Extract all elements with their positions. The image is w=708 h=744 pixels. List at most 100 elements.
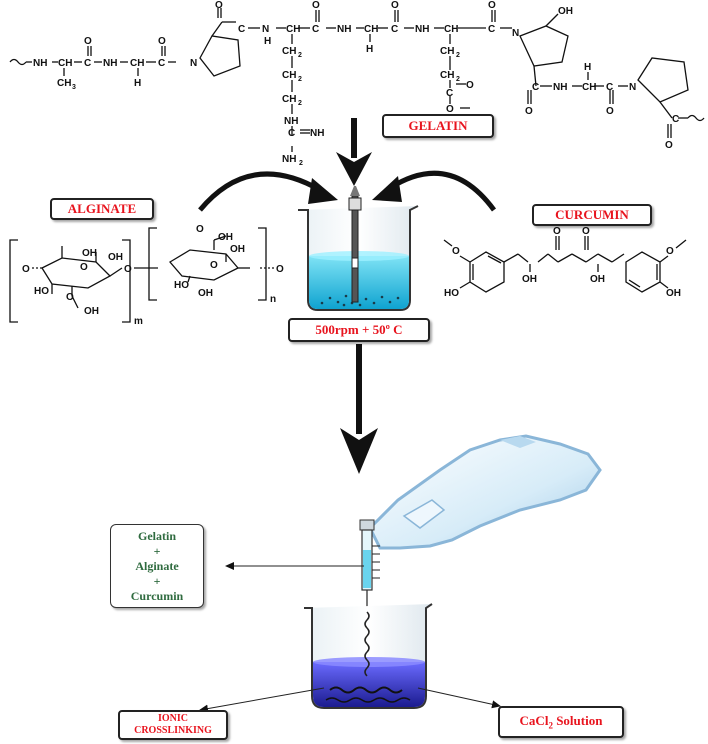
gelatin-structure: [9, 8, 705, 152]
atom-o3: O: [215, 0, 223, 11]
atom-ch2-c: CH: [282, 94, 296, 105]
ionic-crosslinking-label: IONIC CROSSLINKING: [118, 710, 228, 740]
gelatin-atoms: NH CH CH 3 C O NH CH H C O N C O N H CH …: [33, 0, 679, 167]
atom-ch5: CH: [444, 24, 458, 35]
curved-arrow-left: [198, 171, 338, 212]
cur-oh3: OH: [666, 288, 681, 299]
mixture-line-1: Gelatin: [138, 528, 176, 543]
atom-nh-g2: NH: [310, 128, 324, 139]
atom-ch2-b-sub: 2: [298, 76, 302, 83]
curcumin-atoms: O HO O O OH OH O OH: [444, 226, 681, 299]
atom-o8: O: [606, 106, 614, 117]
atom-ch6: CH: [582, 82, 596, 93]
atom-c7: C: [532, 82, 539, 93]
alg-m: m: [134, 316, 143, 327]
crosslink-beaker: [304, 603, 433, 709]
atom-n-arg: N: [262, 24, 269, 35]
atom-c9: C: [672, 114, 679, 125]
atom-c1: C: [84, 58, 91, 69]
atom-ch2: CH: [130, 58, 144, 69]
atom-h3: H: [584, 62, 591, 73]
conditions-label: 500rpm + 50º C: [288, 318, 430, 342]
alg-oh5: OH: [230, 244, 245, 255]
atom-ch-arg: CH: [286, 24, 300, 35]
cur-oh2: OH: [590, 274, 605, 285]
alg-ho1: HO: [34, 286, 49, 297]
atom-nh2: NH: [103, 58, 117, 69]
alg-oh3: OH: [84, 306, 99, 317]
stirring-beaker: [298, 186, 419, 311]
atom-oh-pro: OH: [558, 6, 573, 17]
arrow-to-ionic: [199, 687, 325, 713]
curcumin-label-text: CURCUMIN: [555, 207, 629, 222]
alg-oh2: OH: [108, 252, 123, 263]
atom-c-e: C: [446, 88, 453, 99]
mixture-line-2: +: [153, 543, 161, 558]
cacl2-subscript: 2: [548, 720, 553, 731]
ionic-line-2: CROSSLINKING: [134, 725, 212, 736]
mixture-line-4: +: [153, 573, 161, 588]
atom-nh-g: NH: [284, 116, 298, 127]
cacl2-solution-label: CaCl2 Solution: [498, 706, 624, 738]
alg-o-carb2: O: [196, 224, 204, 235]
atom-ch2-d-sub: 2: [456, 52, 460, 59]
atom-o-e2: O: [446, 104, 454, 115]
alg-oh4: OH: [218, 232, 233, 243]
alg-o-ring1: O: [80, 262, 88, 273]
atom-n-pro2: N: [512, 28, 519, 39]
alg-o-bridge: O: [124, 264, 132, 275]
alginate-label: ALGINATE: [50, 198, 154, 220]
conditions-label-text: 500rpm + 50º C: [315, 322, 403, 337]
atom-n-pro3: N: [629, 82, 636, 93]
alg-o-ring2: O: [210, 260, 218, 271]
atom-nh1: NH: [33, 58, 47, 69]
atom-o1: O: [84, 36, 92, 47]
atom-c4: C: [312, 24, 319, 35]
atom-c5: C: [391, 24, 398, 35]
alg-o-carb1: O: [66, 292, 74, 303]
atom-ch3: CH: [57, 78, 71, 89]
atom-h2: H: [366, 44, 373, 55]
atom-c-g: C: [288, 128, 295, 139]
down-arrow-1: [336, 118, 372, 186]
atom-o-e1: O: [466, 80, 474, 91]
atom-nh5: NH: [553, 82, 567, 93]
mixture-line-5: Curcumin: [130, 588, 184, 603]
gelatin-label-text: GELATIN: [408, 118, 468, 133]
atom-ch4: CH: [364, 24, 378, 35]
alg-o-end: O: [276, 264, 284, 275]
ionic-line-1: IONIC: [157, 713, 188, 724]
alginate-label-text: ALGINATE: [67, 201, 137, 216]
cacl2-prefix: CaCl: [519, 713, 549, 729]
mixture-box: Gelatin + Alginate + Curcumin: [110, 524, 204, 608]
atom-nh4: NH: [415, 24, 429, 35]
atom-ch2-a: CH: [282, 46, 296, 57]
atom-o5: O: [391, 0, 399, 11]
atom-h-arg: H: [264, 36, 271, 47]
atom-nh2-g-sub: 2: [299, 160, 303, 167]
atom-ch2-d: CH: [440, 46, 454, 57]
atom-o6: O: [488, 0, 496, 11]
atom-o2: O: [158, 36, 166, 47]
atom-h1: H: [134, 78, 141, 89]
cur-o2: O: [582, 226, 590, 237]
cur-o1: O: [553, 226, 561, 237]
atom-nh3: NH: [337, 24, 351, 35]
cur-o-me2: O: [666, 246, 674, 257]
cacl2-text: CaCl2 Solution: [520, 713, 603, 731]
atom-ch2-b: CH: [282, 70, 296, 81]
atom-c3: C: [238, 24, 245, 35]
atom-n-pro1: N: [190, 58, 197, 69]
hand-syringe: [359, 434, 602, 610]
atom-o4: O: [312, 0, 320, 11]
atom-ch3-sub: 3: [72, 84, 76, 91]
alg-o-link: O: [22, 264, 30, 275]
down-arrow-2: [340, 344, 378, 474]
atom-ch2-e: CH: [440, 70, 454, 81]
atom-ch2-e-sub: 2: [456, 76, 460, 83]
alg-oh6: OH: [198, 288, 213, 299]
atom-c8: C: [606, 82, 613, 93]
cur-ho1: HO: [444, 288, 459, 299]
cur-o-me1: O: [452, 246, 460, 257]
